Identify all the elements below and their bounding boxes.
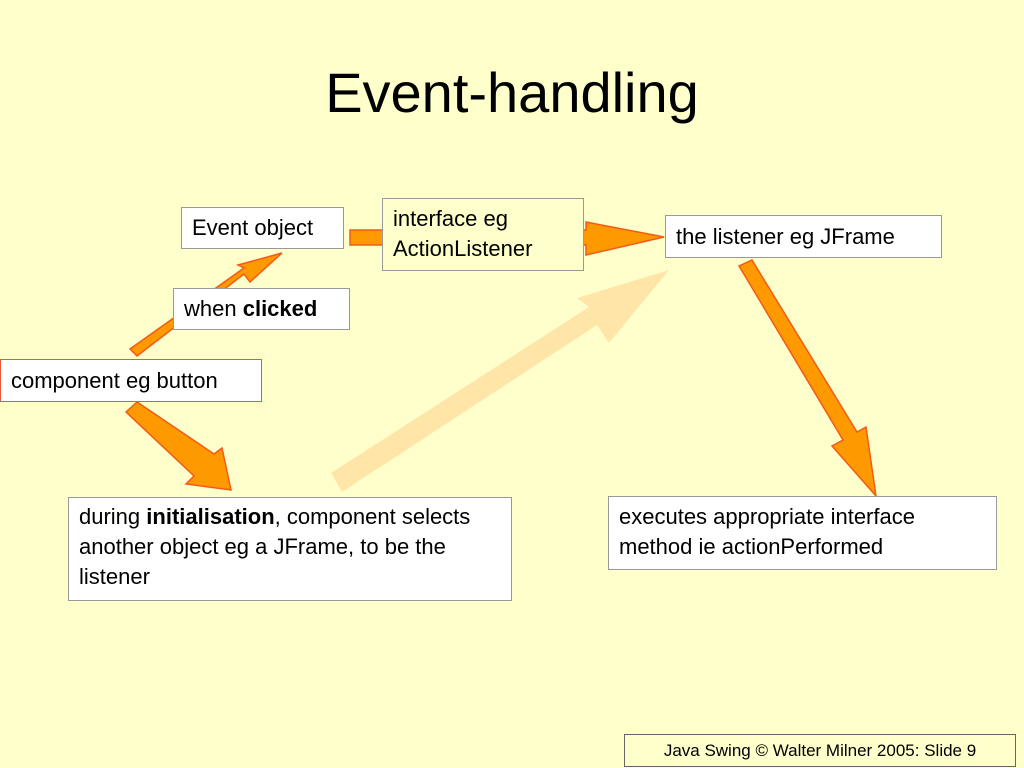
arrow-component-to-event-object	[128, 252, 283, 357]
executes-box: executes appropriate interface method ie…	[608, 496, 997, 570]
during-rest-label: , component selects another object eg a …	[79, 504, 471, 589]
initialisation-label: initialisation	[146, 504, 275, 529]
event-object-box: Event object	[181, 207, 344, 249]
interface-box: interface eg ActionListener	[382, 198, 584, 271]
when-clicked-box: when clicked	[173, 288, 350, 330]
component-label: component eg button	[11, 368, 218, 393]
executes-label: executes appropriate interface method ie…	[619, 504, 915, 559]
when-label: when	[184, 296, 243, 321]
slide-footer: Java Swing © Walter Milner 2005: Slide 9	[624, 734, 1016, 767]
interface-label-line2: ActionListener	[393, 236, 533, 261]
event-object-label: Event object	[192, 215, 314, 240]
arrow-component-to-init	[124, 401, 232, 491]
initialisation-box: during initialisation, component selects…	[68, 497, 512, 601]
interface-label-line1: interface eg	[393, 206, 508, 231]
arrow-listener-to-executes	[737, 259, 878, 499]
during-label: during	[79, 504, 147, 529]
listener-label: the listener eg JFrame	[676, 224, 895, 249]
slide-title: Event-handling	[325, 61, 699, 124]
listener-box: the listener eg JFrame	[665, 215, 942, 258]
component-box: component eg button	[0, 359, 262, 402]
faded-arrow-init-to-listener	[331, 270, 669, 492]
clicked-label: clicked	[242, 296, 318, 321]
